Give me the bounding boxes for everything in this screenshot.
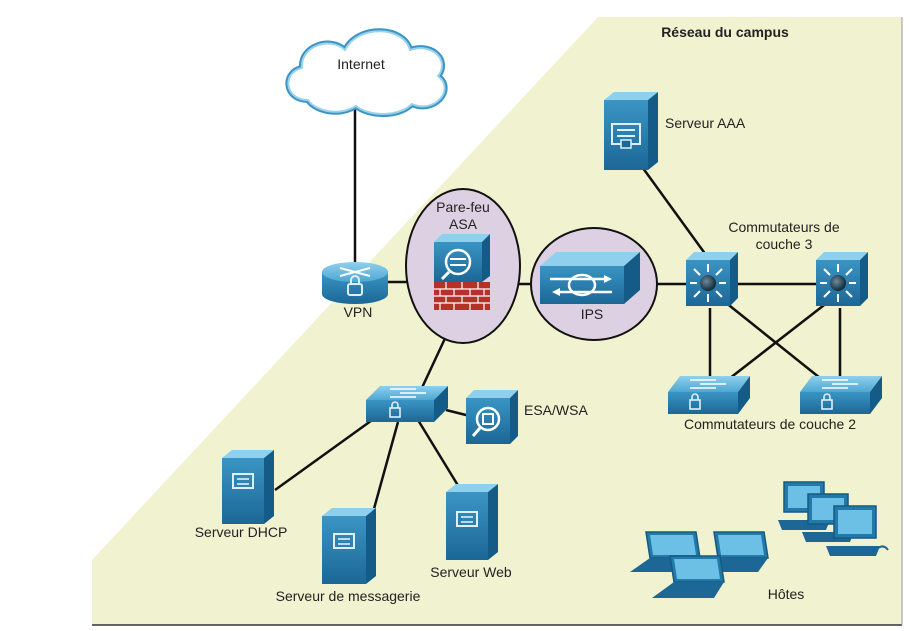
firewall-label-line2: ASA [449,216,478,232]
link-switch-dhcp [274,416,376,492]
link-aaa-l3switch [638,163,708,256]
web-server-icon [446,484,498,560]
zone-title: Réseau du campus [661,24,789,40]
vpn-label: VPN [344,304,373,320]
aaa-server-label: Serveur AAA [665,115,746,131]
l2-switch-icon [668,376,750,414]
ips-sensor-icon [540,252,640,304]
access-switch-icon [366,386,448,422]
l2-switch-icon [800,376,882,414]
laptop-icon [652,555,725,598]
l3-switch-icon [686,252,738,306]
l3-switches-label-line1: Commutateurs de [728,219,839,235]
dhcp-server-label: Serveur DHCP [195,524,288,540]
link-l3b-l2a [724,301,829,383]
link-firewall-l2switch [418,331,450,393]
mail-server-icon [322,508,376,584]
firewall-label-line1: Pare-feu [436,199,490,215]
link-switch-web [416,419,464,493]
hosts-label: Hôtes [768,586,805,602]
web-server-label: Serveur Web [430,564,512,580]
esa-wsa-label: ESA/WSA [524,402,588,418]
asa-firewall-icon [434,234,490,310]
aaa-server-icon [604,92,658,170]
esa-wsa-icon [466,390,518,444]
internet-cloud-icon [285,28,448,117]
l2-switches-label: Commutateurs de couche 2 [684,416,856,432]
l3-switches-label-line2: couche 3 [756,236,813,252]
mail-server-label: Serveur de messagerie [276,588,421,604]
desktop-computer-icon [826,505,889,556]
ips-label: IPS [581,306,604,322]
l3-switch-icon [816,252,868,306]
dhcp-server-icon [222,450,274,524]
internet-label: Internet [337,56,385,72]
link-switch-mail [370,421,400,517]
vpn-router-icon [322,262,388,304]
